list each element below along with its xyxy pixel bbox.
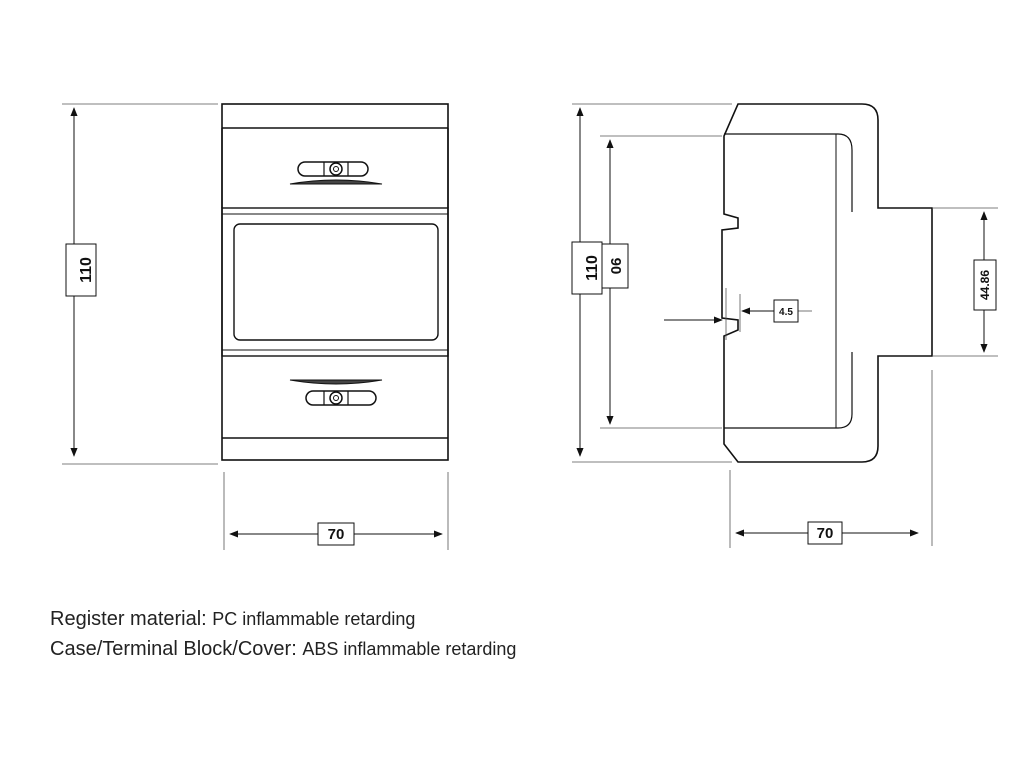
protrusion-dimension [973,211,997,353]
front-body-outline [221,103,449,461]
side-height-label: 110 [584,255,601,281]
side-inner-outline [724,133,853,429]
side-extension-lines [572,103,998,548]
front-height-dimension [62,103,218,465]
spec-label: Case/Terminal Block/Cover: [50,638,297,660]
side-inner-height-dimension [601,139,629,425]
front-view [221,103,449,461]
side-width-dimension [735,521,919,545]
upper-terminal-cover [221,128,449,208]
side-height-dimension [571,107,603,457]
display-window [233,223,439,341]
spec-value: PC inflammable retarding [212,609,416,629]
side-view [721,103,933,463]
side-body-outline [721,103,933,463]
protrusion-label: 44.86 [978,270,992,300]
upper-latch-icon [289,161,383,185]
spec-value: ABS inflammable retarding [302,639,517,659]
front-width-label: 70 [328,526,345,543]
spec-label: Register material: [50,608,207,630]
lower-latch-icon [289,379,383,406]
middle-panel [221,207,449,357]
rail-gap-dimension [664,288,812,340]
side-inner-height-label: 90 [607,258,624,275]
rail-gap-label: 4.5 [779,307,793,318]
material-specs: Register material: PC inflammable retard… [50,604,516,664]
front-height-label: 110 [78,257,95,283]
spec-register-material: Register material: PC inflammable retard… [50,604,516,634]
front-width-dimension [223,472,449,550]
spec-case-material: Case/Terminal Block/Cover: ABS inflammab… [50,634,516,664]
side-width-label: 70 [817,525,834,542]
middle-panel-inner [221,213,449,351]
